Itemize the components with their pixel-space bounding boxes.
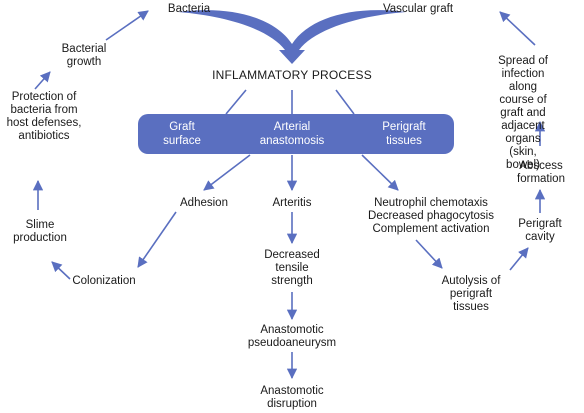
node-inflammatory-process: INFLAMMATORY PROCESS: [212, 68, 372, 82]
node-spread-of-infection: Spread of infection along course of graf…: [498, 55, 548, 171]
node-abscess-formation: Abscess formation: [517, 160, 565, 185]
arrow-box-to-adhesion: [203, 154, 251, 191]
node-autolysis: Autolysis of perigraft tissues: [441, 275, 501, 313]
node-perigraft-cavity: Perigraft cavity: [518, 218, 562, 243]
connector-process-to-graft-surface: [225, 89, 247, 115]
node-bacteria: Bacteria: [167, 3, 211, 15]
convergence-shape: [178, 10, 406, 64]
node-decreased-tensile-strength: Decreased tensile strength: [264, 249, 320, 287]
arrow-box-to-neutrophil: [361, 154, 399, 191]
node-slime-production: Slime production: [13, 219, 67, 244]
node-protection: Protection of bacteria from host defense…: [6, 91, 82, 142]
arrow-autolysis-to-cavity: [509, 247, 529, 271]
infection-sites-box: [138, 114, 454, 154]
arrow-growth-to-bacteria: [105, 10, 149, 41]
site-perigraft-tissues: Perigraft tissues: [382, 121, 426, 147]
connector-process-to-perigraft: [335, 89, 355, 115]
node-adhesion: Adhesion: [180, 197, 228, 209]
node-bacterial-growth: Bacterial growth: [61, 43, 107, 68]
node-arteritis: Arteritis: [272, 197, 312, 209]
node-colonization: Colonization: [72, 275, 136, 287]
arrow-protection-to-growth: [34, 71, 51, 90]
site-arterial-anastomosis: Arterial anastomosis: [259, 121, 325, 147]
arrow-colonization-to-slime: [51, 261, 71, 280]
arrow-neutrophil-to-autolysis: [415, 239, 443, 269]
node-anastomotic-pseudoaneurysm: Anastomotic pseudoaneurysm: [247, 324, 337, 349]
arrow-adhesion-to-colonization: [137, 211, 177, 268]
site-graft-surface: Graft surface: [163, 121, 201, 147]
node-neutrophil-effects: Neutrophil chemotaxis Decreased phagocyt…: [368, 197, 494, 235]
node-anastomotic-disruption: Anastomotic disruption: [260, 385, 324, 410]
node-vascular-graft: Vascular graft: [382, 3, 454, 15]
arrow-spread-to-graft: [499, 11, 536, 46]
